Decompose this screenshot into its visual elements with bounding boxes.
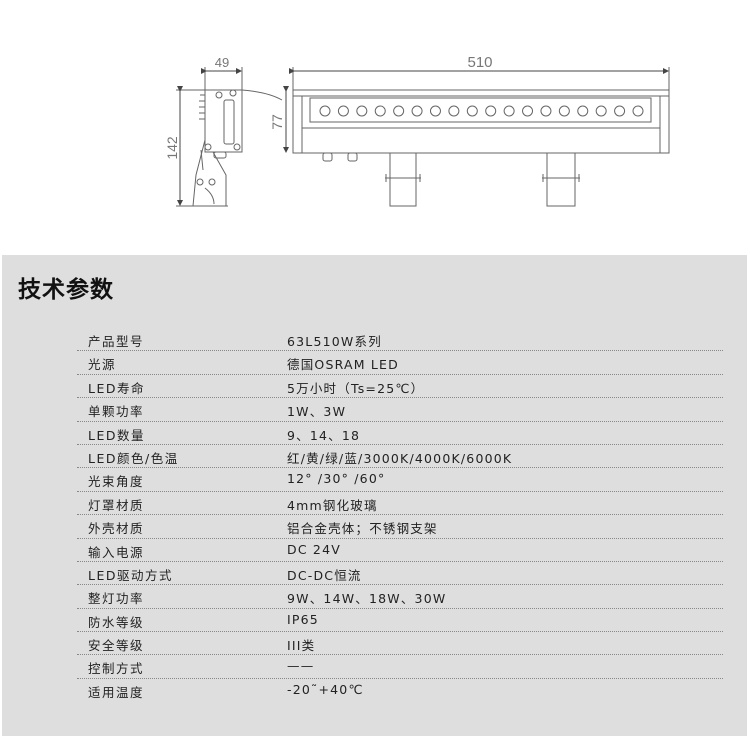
spec-value: III类 xyxy=(287,638,316,654)
dim-height: 77 xyxy=(269,114,285,130)
led-circle xyxy=(466,105,478,117)
led-circle xyxy=(577,105,589,117)
spec-row: 产品型号 63L510W系列 xyxy=(77,328,723,352)
spec-label: 安全等级 xyxy=(88,638,145,654)
spec-value: 铝合金壳体；不锈钢支架 xyxy=(287,521,438,537)
spec-label: 防水等级 xyxy=(88,614,145,630)
spec-value: DC 24V xyxy=(287,541,341,557)
led-circle xyxy=(614,105,626,117)
dim-side-width: 49 xyxy=(215,55,229,70)
spec-value: 4mm钢化玻璃 xyxy=(287,497,378,513)
spec-row: 单颗功率 1W、3W xyxy=(77,398,723,422)
spec-value: —— xyxy=(287,658,315,674)
spec-label: 整灯功率 xyxy=(88,591,145,607)
spec-row: 适用温度 -20˜+40℃ xyxy=(77,679,723,701)
spec-label: 单颗功率 xyxy=(88,404,145,420)
spec-row: LED颜色/色温 红/黄/绿/蓝/3000K/4000K/6000K xyxy=(77,445,723,469)
led-circle xyxy=(595,105,607,117)
spec-row: 光束角度 12° /30° /60° xyxy=(77,468,723,492)
spec-row: 输入电源 DC 24V xyxy=(77,539,723,562)
spec-value: 红/黄/绿/蓝/3000K/4000K/6000K xyxy=(287,450,513,466)
led-circle xyxy=(448,105,460,117)
led-circle xyxy=(522,105,534,117)
side-view xyxy=(176,67,283,207)
spec-label: LED颜色/色温 xyxy=(88,450,179,466)
product-technical-drawing: 49 510 77 142 xyxy=(164,54,670,207)
spec-row: 整灯功率 9W、14W、18W、30W xyxy=(77,585,723,609)
led-circle xyxy=(540,105,552,117)
led-circle xyxy=(356,105,368,117)
spec-label: 光束角度 xyxy=(88,474,145,490)
spec-label: 产品型号 xyxy=(88,334,145,349)
led-circle xyxy=(319,105,331,117)
spec-panel: 技术参数 产品型号 63L510W系列光源 德国OSRAM LED LED寿命 5万小时… xyxy=(2,255,747,736)
spec-row: LED寿命 5万小时（Ts=25℃） xyxy=(77,375,723,399)
spec-row: 外壳材质 铝合金壳体；不锈钢支架 xyxy=(77,515,723,539)
front-view xyxy=(283,67,670,207)
spec-value: 德国OSRAM LED xyxy=(287,357,399,373)
led-circle xyxy=(558,105,570,117)
spec-label: 控制方式 xyxy=(88,661,145,677)
led-circle xyxy=(429,105,441,117)
spec-value: 1W、3W xyxy=(287,404,347,420)
led-circle xyxy=(485,105,497,117)
spec-value: 5万小时（Ts=25℃） xyxy=(287,380,425,396)
spec-label: 光源 xyxy=(88,357,117,373)
spec-value: 12° /30° /60° xyxy=(287,471,386,487)
spec-row: 安全等级 III类 xyxy=(77,632,723,656)
led-circle xyxy=(411,105,423,117)
led-circle xyxy=(632,105,644,117)
spec-row: 防水等级 IP65 xyxy=(77,609,723,633)
dim-side-height: 142 xyxy=(164,136,180,160)
spec-label: 输入电源 xyxy=(88,544,145,560)
led-circle xyxy=(337,105,349,117)
spec-row: 光源 德国OSRAM LED xyxy=(77,351,723,375)
dim-width: 510 xyxy=(467,54,492,71)
spec-value: 9W、14W、18W、30W xyxy=(287,591,447,607)
spec-label: 适用温度 xyxy=(88,684,145,700)
led-circle xyxy=(374,105,386,117)
led-circle xyxy=(503,105,515,117)
spec-row: 灯罩材质 4mm钢化玻璃 xyxy=(77,492,723,516)
spec-value: DC-DC恒流 xyxy=(287,567,362,583)
spec-value: 9、14、18 xyxy=(287,427,361,443)
spec-row: LED驱动方式 DC-DC恒流 xyxy=(77,562,723,586)
spec-title: 技术参数 xyxy=(18,276,114,303)
spec-label: 外壳材质 xyxy=(88,521,145,537)
spec-row: 控制方式 —— xyxy=(77,655,723,679)
spec-label: LED寿命 xyxy=(88,380,145,396)
spec-label: LED数量 xyxy=(88,427,145,443)
spec-row: LED数量 9、14、18 xyxy=(77,422,723,445)
spec-value: 63L510W系列 xyxy=(287,334,382,349)
spec-value: -20˜+40℃ xyxy=(287,681,364,697)
spec-label: LED驱动方式 xyxy=(88,567,173,583)
spec-value: IP65 xyxy=(287,611,319,627)
led-circle xyxy=(393,105,405,117)
spec-label: 灯罩材质 xyxy=(88,497,145,513)
spec-table: 产品型号 63L510W系列光源 德国OSRAM LED LED寿命 5万小时（Ts=2… xyxy=(77,328,723,701)
